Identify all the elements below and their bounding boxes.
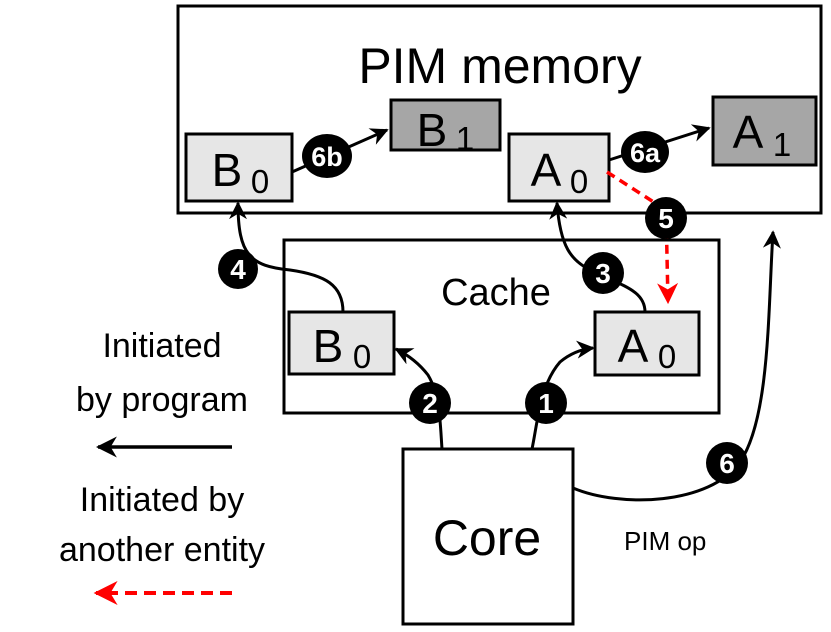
legend-other-line1: Initiated by bbox=[80, 481, 244, 519]
cache-block-a0: A 0 bbox=[593, 310, 701, 377]
pim-block-b0: B 0 bbox=[184, 132, 294, 203]
legend-program-line2: by program bbox=[76, 381, 248, 419]
svg-text:6a: 6a bbox=[630, 138, 661, 168]
step-badge-6: 6 bbox=[706, 442, 748, 484]
legend-program-line1: Initiated bbox=[102, 327, 221, 365]
step-badge-6a: 6a bbox=[621, 131, 669, 173]
svg-text:1: 1 bbox=[538, 388, 554, 419]
step-badge-5: 5 bbox=[645, 197, 687, 239]
svg-text:5: 5 bbox=[658, 203, 674, 234]
core-box bbox=[401, 447, 575, 626]
cache-title: Cache bbox=[441, 272, 551, 314]
svg-text:B: B bbox=[212, 144, 243, 196]
svg-text:A: A bbox=[733, 106, 764, 158]
svg-text:6: 6 bbox=[719, 448, 735, 479]
arrow-step-4 bbox=[229, 201, 345, 313]
arrow-step-2 bbox=[394, 347, 444, 450]
cache-box bbox=[282, 238, 721, 415]
arrow-step-1 bbox=[530, 340, 595, 450]
svg-text:A: A bbox=[618, 320, 649, 372]
svg-text:0: 0 bbox=[570, 163, 588, 200]
svg-text:3: 3 bbox=[595, 258, 611, 289]
step-badge-2: 2 bbox=[409, 382, 451, 424]
pim-block-a1: A 1 bbox=[711, 95, 818, 167]
step-badge-3: 3 bbox=[582, 252, 624, 294]
pim-op-label: PIM op bbox=[624, 526, 706, 556]
arrow-step-5 bbox=[606, 170, 679, 305]
core-label: Core bbox=[433, 510, 541, 566]
pim-block-b1: B 1 bbox=[389, 98, 502, 157]
svg-text:A: A bbox=[531, 144, 562, 196]
step-badge-6b: 6b bbox=[302, 134, 352, 178]
svg-text:B: B bbox=[313, 320, 344, 372]
pim-memory-title: PIM memory bbox=[358, 38, 641, 94]
pim-block-a0: A 0 bbox=[507, 132, 611, 203]
svg-text:0: 0 bbox=[658, 338, 676, 375]
svg-text:1: 1 bbox=[456, 120, 474, 157]
legend-other-line2: another entity bbox=[59, 531, 265, 569]
svg-text:B: B bbox=[417, 104, 448, 156]
step-badge-4: 4 bbox=[218, 249, 258, 289]
step-badge-1: 1 bbox=[525, 382, 567, 424]
pim-memory-box bbox=[176, 4, 823, 215]
svg-text:6b: 6b bbox=[311, 142, 343, 172]
svg-text:2: 2 bbox=[422, 388, 438, 419]
svg-text:0: 0 bbox=[353, 338, 371, 375]
svg-text:0: 0 bbox=[251, 163, 269, 200]
svg-text:4: 4 bbox=[230, 254, 246, 285]
cache-block-b0: B 0 bbox=[287, 310, 396, 376]
svg-text:1: 1 bbox=[773, 126, 791, 163]
